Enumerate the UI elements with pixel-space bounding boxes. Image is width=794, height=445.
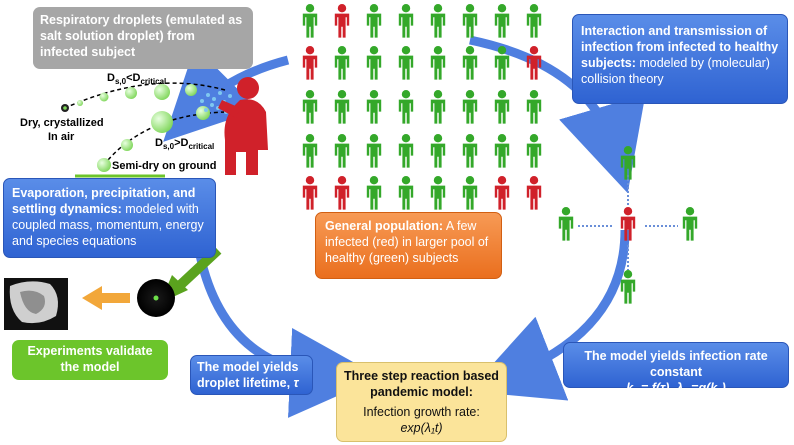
semi-dry-label: Semi-dry on ground — [112, 160, 217, 172]
person-icon-green — [526, 4, 542, 38]
person-icon-green — [430, 176, 446, 210]
person-icon-green — [302, 134, 318, 168]
interaction-diagram — [578, 175, 678, 270]
d-greater-critical-label: Ds,0>Dcritical — [155, 137, 215, 152]
person-icon-green — [494, 134, 510, 168]
person-icon-red — [620, 207, 636, 241]
evaporation-box-rest: modeled with coupled mass, momentum, ene… — [12, 202, 204, 248]
person-icon-green — [494, 46, 510, 80]
arrow-interaction-to-center — [468, 229, 630, 401]
trajectory-ground — [99, 111, 226, 171]
person-icon-red — [526, 176, 542, 210]
person-icon-red — [334, 4, 350, 38]
dry-label: Dry, crystallized — [20, 117, 104, 129]
general-population-box: General population: A few infected (red)… — [315, 212, 502, 279]
person-icon-green — [334, 134, 350, 168]
interaction-box-rest: modeled by (molecular) collision theory — [581, 56, 770, 86]
population-grid — [302, 4, 542, 210]
person-icon-green — [462, 90, 478, 124]
person-icon-green — [430, 4, 446, 38]
person-icon-green — [462, 46, 478, 80]
person-icon-red — [302, 46, 318, 80]
person-icon-green — [430, 134, 446, 168]
person-icon-green — [494, 90, 510, 124]
infection-rate-box: The model yields infection rate constant… — [563, 342, 789, 395]
interaction-people — [558, 146, 698, 304]
arrow-population-to-interaction — [469, 35, 646, 194]
person-icon-green — [462, 134, 478, 168]
person-icon-green — [366, 46, 382, 80]
person-icon-green — [526, 90, 542, 124]
growth-rate-formula: exp(λ₁t) — [400, 421, 443, 435]
pandemic-model-title: Three step reaction based pandemic model… — [344, 369, 499, 399]
person-icon-green — [526, 134, 542, 168]
person-icon-green — [398, 134, 414, 168]
person-icon-green — [494, 4, 510, 38]
droplet-lifetime-box: The model yields droplet lifetime, τ — [190, 355, 313, 395]
person-icon-green — [620, 146, 636, 180]
respiratory-droplets-box: Respiratory droplets (emulated as salt s… — [33, 7, 253, 69]
infection-rate-bold: The model yields infection rate constant — [584, 349, 768, 379]
person-icon-green — [366, 176, 382, 210]
person-icon-green — [462, 176, 478, 210]
interaction-box-bold: Interaction and transmission of infectio… — [581, 24, 779, 70]
population-box-bold: General population: — [325, 219, 444, 233]
lifetime-symbol: τ — [290, 376, 299, 390]
person-icon-green — [398, 4, 414, 38]
in-air-label: In air — [48, 131, 75, 143]
interaction-box: Interaction and transmission of infectio… — [572, 14, 788, 104]
person-icon-red — [302, 176, 318, 210]
evaporation-box: Evaporation, precipitation, and settling… — [3, 178, 216, 258]
person-icon-green — [366, 134, 382, 168]
person-icon-green — [302, 90, 318, 124]
evaporation-box-bold: Evaporation, precipitation, and settling… — [12, 186, 196, 216]
lifetime-box-bold: The model yields droplet lifetime, — [197, 360, 299, 390]
person-icon-green — [398, 90, 414, 124]
person-icon-green — [430, 46, 446, 80]
growth-rate-label: Infection growth rate: — [363, 405, 480, 419]
pandemic-model-box: Three step reaction based pandemic model… — [336, 362, 507, 442]
person-icon-green — [462, 4, 478, 38]
person-icon-red — [334, 176, 350, 210]
person-icon-green — [366, 4, 382, 38]
person-icon-green — [398, 46, 414, 80]
infection-rate-formula: k₁ = f(τ), λ₁ =g(k₁) — [626, 381, 726, 395]
d-less-critical-label: Ds,0<Dcritical — [107, 72, 167, 87]
person-icon-green — [620, 270, 636, 304]
person-icon-red — [494, 176, 510, 210]
person-icon-red — [526, 46, 542, 80]
person-icon-green — [366, 90, 382, 124]
population-box-rest: A few infected (red) in larger pool of h… — [325, 219, 489, 265]
person-icon-green — [334, 90, 350, 124]
person-icon-green — [334, 46, 350, 80]
sneezing-person-icon — [218, 77, 268, 175]
person-icon-green — [682, 207, 698, 241]
person-icon-green — [430, 90, 446, 124]
trajectory-air — [64, 82, 226, 109]
experiments-box: Experiments validate the model — [12, 340, 168, 380]
person-icon-green — [398, 176, 414, 210]
person-icon-green — [558, 207, 574, 241]
person-icon-green — [302, 4, 318, 38]
